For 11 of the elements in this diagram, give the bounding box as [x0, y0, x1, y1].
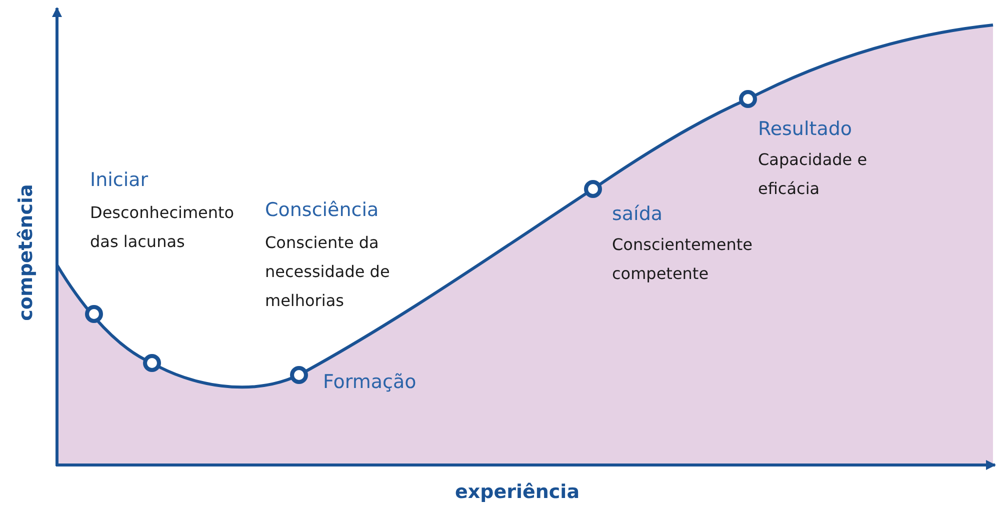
stage-description: Consciente da necessidade de melhorias — [265, 232, 391, 312]
stage-heading: Consciência — [265, 198, 379, 223]
stage-heading: saída — [612, 202, 663, 227]
stage-description: Desconhecimento das lacunas — [90, 202, 236, 253]
stage-heading: Formação — [323, 370, 416, 395]
stage-description: Conscientemente competente — [612, 234, 754, 285]
stage-heading: Resultado — [758, 117, 852, 142]
stage-description: Capacidade e eficácia — [758, 149, 868, 200]
stage-heading: Iniciar — [90, 168, 148, 193]
y-axis-label: competência — [14, 184, 38, 321]
x-axis-label: experiência — [455, 480, 580, 505]
